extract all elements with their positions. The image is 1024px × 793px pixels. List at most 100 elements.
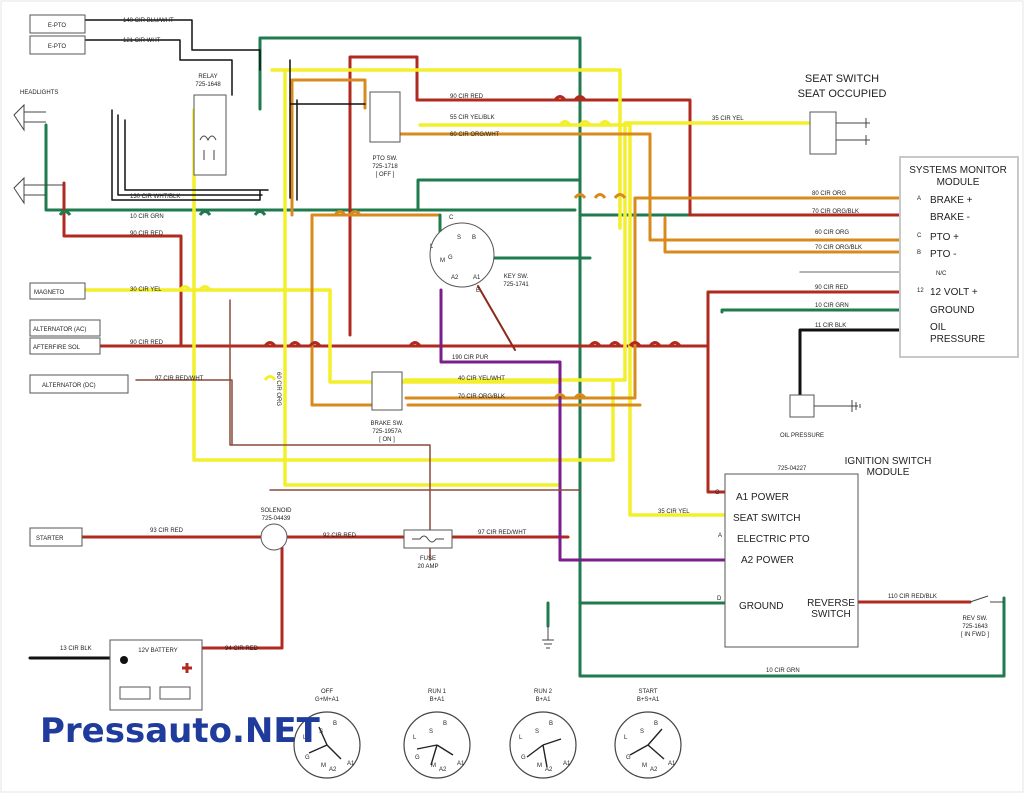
systems-monitor-module [899, 156, 1019, 358]
wire-label-60c: 60 CIR ORG [815, 230, 849, 236]
wire-label-30: 30 CIR YEL [130, 287, 162, 293]
pto-switch-part-number: 725-1718 [372, 164, 398, 170]
wire-label-90d: 90 CIR RED [815, 285, 849, 291]
wire-purple [439, 288, 727, 562]
brake-switch-state: [ ON ] [379, 437, 395, 443]
key-dial-terminal: B [443, 721, 447, 727]
wire-black-relay [84, 19, 366, 201]
systems-monitor-title-2: MODULE [937, 177, 980, 188]
sysmon-pin-label: 12 VOLT + [930, 287, 978, 298]
sysmon-pin-letter: 12 [917, 288, 924, 294]
key-dial-terminal: M [321, 763, 326, 769]
wire-orange [290, 78, 917, 407]
afterfire-box [29, 337, 101, 355]
key-dial-contact-line [430, 744, 438, 766]
reverse-switch-label: REV SW. [962, 616, 987, 622]
wire-label-60v: 60 CIR ORG [275, 372, 281, 406]
crossing-red [263, 95, 682, 347]
alt-ac-label: ALTERNATOR (AC) [33, 327, 86, 333]
ignition-switch-module [724, 473, 859, 648]
ignition-ground: GROUND [739, 601, 783, 612]
component-layer: E-PTO E-PTO HEADLIGHTS RELAY 725-1648 MA… [13, 14, 1019, 711]
ignition-seat-switch: SEAT SWITCH [733, 513, 800, 524]
key-dial-contact-line [318, 726, 328, 746]
crossing-green [58, 210, 267, 216]
wire-label-130: 130 CIR WHT/BLK [130, 194, 180, 200]
key-dial-desc: B+A1 [430, 697, 446, 703]
key-dial-contact-line [542, 744, 548, 768]
wire-label-80: 80 CIR ORG [812, 191, 846, 197]
solenoid-label: SOLENOID [260, 508, 292, 514]
ignition-electric-pto: ELECTRIC PTO [737, 534, 810, 545]
relay-part-number: 725-1648 [195, 82, 221, 88]
ignition-part-number: 725-04227 [778, 466, 807, 472]
key-dial-contact-line [629, 744, 649, 756]
key-dial-terminal: G [626, 755, 631, 761]
reverse-switch-icon [969, 595, 1004, 603]
sysmon-pin-label: PTO + [930, 232, 959, 243]
wire-label-10a: 10 CIR GRN [130, 214, 164, 220]
key-dial-contact-line [326, 744, 342, 760]
key-dial-terminal: A1 [457, 761, 465, 767]
battery-negative-terminal [120, 656, 128, 664]
key-terminal-label: M [440, 258, 445, 264]
sysmon-pin-label: GROUND [930, 305, 974, 316]
alt-ac-box [29, 319, 101, 337]
battery-cell-2 [159, 686, 191, 700]
wire-yellow [80, 68, 812, 517]
sysmon-pin-letter: A [917, 196, 921, 202]
crossing-yellow [178, 120, 612, 381]
wire-label-60b: 60 CIR ORG/WHT [450, 132, 500, 138]
key-dial-terminal: M [431, 763, 436, 769]
sysmon-pin-label: PRESSURE [930, 334, 985, 345]
ignition-title-1: IGNITION SWITCH [845, 456, 932, 467]
key-dial-terminal: A1 [563, 761, 571, 767]
key-dial-desc: G+M+A1 [315, 697, 340, 703]
key-dial-terminal: S [319, 729, 323, 735]
wire-label-97a: 97 CIR RED/WHT [155, 376, 204, 382]
pto-switch-state: [ OFF ] [376, 172, 395, 178]
key-dial-terminal: A2 [650, 767, 658, 773]
key-terminal-label: L [430, 244, 434, 250]
sysmon-pin-label: PTO - [930, 249, 956, 260]
relay-box [193, 94, 227, 176]
sysmon-pin-label: BRAKE + [930, 195, 973, 206]
key-dial-terminal: M [537, 763, 542, 769]
key-dial-name: RUN 2 [534, 689, 553, 695]
key-dial-terminal: L [303, 735, 307, 741]
key-dial-desc: B+S+A1 [637, 697, 660, 703]
magneto-box [29, 282, 86, 300]
seat-switch-box [809, 111, 837, 155]
wire-brown-thin [135, 299, 581, 561]
wire-label-90a: 90 CIR RED [130, 231, 164, 237]
key-dial-contact-line [526, 744, 544, 758]
epto-box-2 [29, 35, 86, 55]
wire-label-11: 11 CIR BLK [815, 323, 846, 329]
key-terminal-label: G [448, 255, 453, 261]
battery-label: 12V BATTERY [138, 648, 177, 654]
wire-label-70b: 70 CIR ORG/BLK [815, 245, 862, 251]
key-dial-terminal: A1 [347, 761, 355, 767]
wire-label-10b: 10 CIR GRN [815, 303, 849, 309]
epto-label-1: E-PTO [48, 23, 67, 29]
oil-pressure-sensor [789, 394, 815, 418]
wire-black-oil [798, 328, 917, 397]
sysmon-pin-label: OIL [930, 322, 947, 333]
wire-green-ground [44, 36, 1006, 678]
headlight-leads [24, 111, 64, 196]
key-terminal-label: E [476, 288, 480, 294]
seat-switch-label: SEAT SWITCH [805, 73, 879, 85]
starter-box [29, 527, 83, 547]
key-dial-terminal: A2 [439, 767, 447, 773]
wire-label-13: 13 CIR BLK [60, 646, 92, 652]
wire-label-140: 140 CIR BLU/WHT [123, 18, 174, 24]
wire-label-70c: 70 CIR ORG/BLK [458, 394, 505, 400]
key-switch-label: KEY SW. [504, 274, 529, 280]
crossing-orange [333, 193, 627, 399]
epto-label-2: E-PTO [48, 44, 67, 50]
wire-label-93: 93 CIR RED [150, 528, 184, 534]
wire-label-90c: 90 CIR RED [450, 94, 484, 100]
